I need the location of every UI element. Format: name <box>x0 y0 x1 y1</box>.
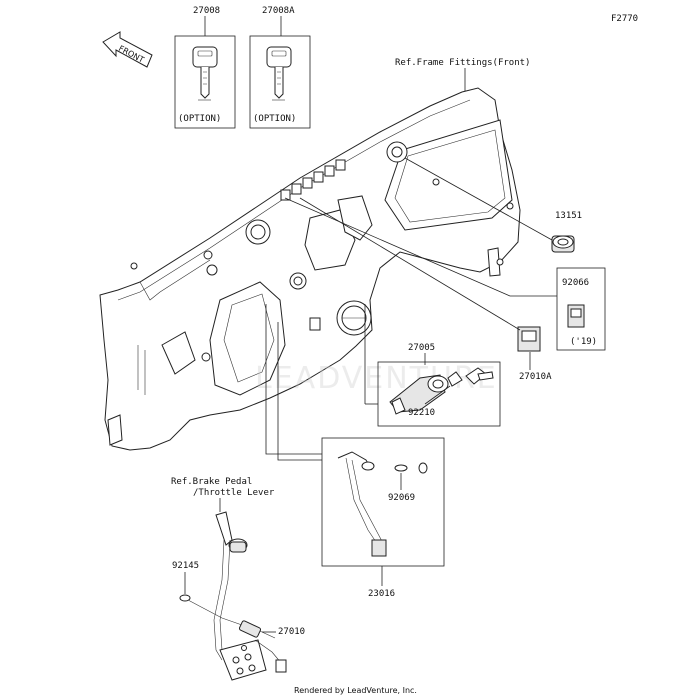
front-arrow-icon: FRONT <box>102 31 153 68</box>
option-label-2: (OPTION) <box>253 114 296 124</box>
ref-frame-fittings: Ref.Frame Fittings(Front) <box>395 58 530 68</box>
throttle-pedal <box>179 511 287 681</box>
label-92066: 92066 <box>562 278 589 288</box>
label-27010: 27010 <box>278 627 305 637</box>
harness-23016-box <box>321 437 445 567</box>
label-13151: 13151 <box>555 211 582 221</box>
switch-row <box>280 159 346 201</box>
option-label-1: (OPTION) <box>178 114 221 124</box>
label-23016: 23016 <box>368 589 395 599</box>
label-92210: 92210 <box>408 408 435 418</box>
label-year-19: ('19) <box>570 337 597 347</box>
diagram-id: F2770 <box>611 14 638 24</box>
key-27008-box: (OPTION) <box>174 35 236 129</box>
label-92145: 92145 <box>172 561 199 571</box>
footer-credit: Rendered by LeadVenture, Inc. <box>294 686 417 695</box>
key-27008A-box: (OPTION) <box>249 35 311 129</box>
dashboard-panel <box>99 87 521 451</box>
label-27008: 27008 <box>193 6 220 16</box>
part-27010A-switch <box>517 326 541 352</box>
label-92069: 92069 <box>388 493 415 503</box>
ref-throttle-lever: /Throttle Lever <box>193 488 275 498</box>
ignition-switch-box <box>377 361 501 427</box>
part-92066-box <box>556 267 606 351</box>
ref-brake-pedal: Ref.Brake Pedal <box>171 477 252 487</box>
label-27010A: 27010A <box>519 372 552 382</box>
label-27005: 27005 <box>408 343 435 353</box>
label-27008A: 27008A <box>262 6 295 16</box>
part-13151-socket <box>551 235 575 253</box>
